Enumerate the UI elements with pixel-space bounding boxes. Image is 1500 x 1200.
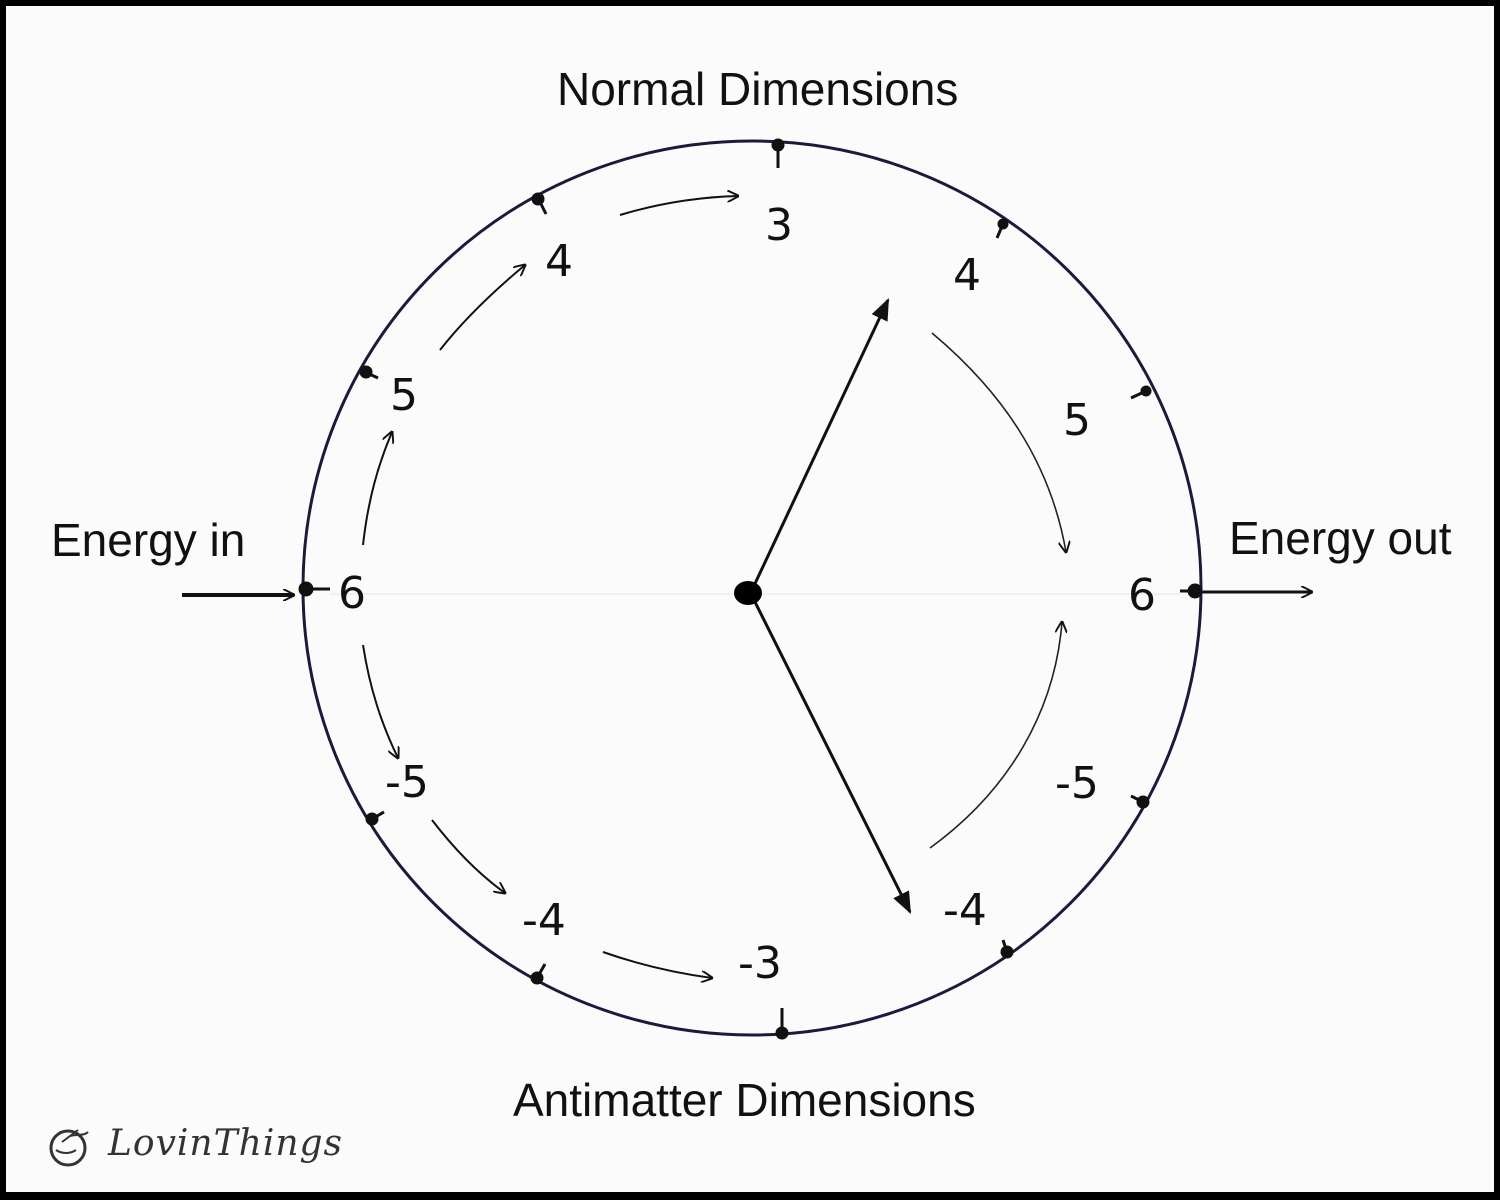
label-right-neg4: -4 — [943, 885, 987, 936]
tick-top — [771, 138, 785, 168]
tick-lower-right-2 — [1000, 939, 1014, 959]
label-right-4: 4 — [953, 250, 981, 301]
left-flow-arrows — [362, 196, 738, 978]
label-left-neg4: -4 — [522, 895, 566, 946]
arrow-neg5-to-neg4-left — [431, 819, 505, 893]
antimatter-dimensions-title: Antimatter Dimensions — [513, 1074, 976, 1126]
lovinthings-logo-icon — [49, 1129, 89, 1167]
arrow-6-to-neg5-left — [362, 644, 398, 758]
label-left-6: 6 — [338, 568, 366, 619]
tick-upper-right-1 — [995, 218, 1009, 239]
label-left-5: 5 — [390, 370, 418, 421]
tick-bottom — [775, 1008, 789, 1040]
label-right-neg5: -5 — [1055, 758, 1099, 809]
tick-lower-right-1 — [1130, 794, 1150, 809]
hand-upper — [750, 298, 890, 591]
arrow-neg4-to-6-right — [929, 622, 1062, 849]
normal-dimensions-title: Normal Dimensions — [557, 63, 959, 115]
tick-upper-left-2 — [359, 365, 379, 380]
tick-upper-right-2 — [1130, 385, 1152, 400]
tick-right — [1180, 583, 1203, 599]
tick-left — [298, 581, 330, 597]
tick-lower-left-2 — [530, 963, 547, 985]
label-left-neg5: -5 — [385, 757, 429, 808]
right-numbers: 4 5 6 -5 -4 — [943, 250, 1156, 936]
arrow-4-to-3-left — [619, 196, 738, 216]
tick-upper-left-1 — [531, 192, 548, 215]
center-dot — [734, 581, 762, 605]
center-hands — [734, 298, 912, 914]
tick-marks — [298, 138, 1203, 1040]
arrow-6-to-5-left — [362, 432, 392, 546]
label-left-neg3: -3 — [738, 938, 782, 989]
arrow-5-to-4-left — [439, 265, 525, 351]
label-right-5: 5 — [1063, 395, 1091, 446]
right-flow-arrows — [929, 332, 1066, 849]
energy-out-label: Energy out — [1229, 512, 1452, 564]
energy-in-label: Energy in — [51, 514, 246, 566]
label-left-3: 3 — [765, 200, 793, 251]
arrow-neg4-to-neg3-left — [602, 951, 712, 978]
arrow-4-to-6-right — [931, 332, 1066, 552]
hand-lower — [750, 595, 912, 914]
tick-lower-left-1 — [365, 810, 385, 826]
label-right-6: 6 — [1128, 570, 1156, 621]
left-numbers: 6 5 4 3 -5 -4 -3 — [338, 200, 793, 989]
watermark-text: LovinThings — [108, 1123, 344, 1164]
label-left-4: 4 — [545, 236, 573, 287]
